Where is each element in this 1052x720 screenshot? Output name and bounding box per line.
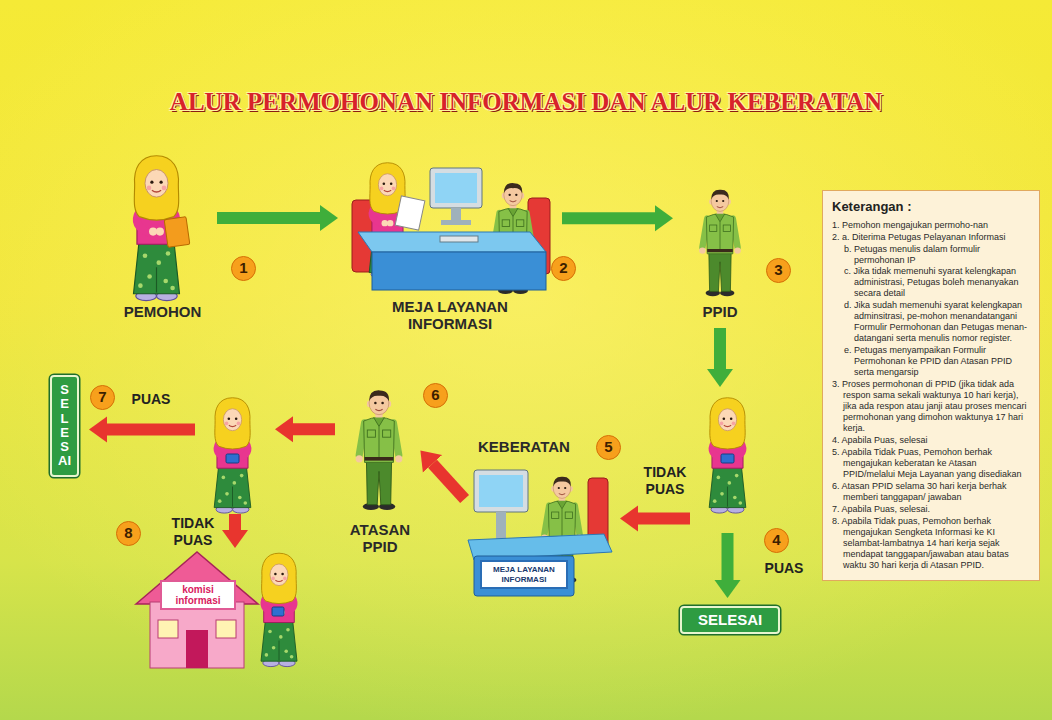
commission-house: 8komisi informasi xyxy=(140,552,255,670)
commission-house-illustration xyxy=(136,552,297,668)
note-item: 8. Apabila Tidak puas, Pemohon berhak me… xyxy=(832,516,1030,571)
desk-sign: MEJA LAYANAN INFORMASI xyxy=(480,560,568,589)
diagram-title: ALUR PERMOHONAN INFORMASI DAN ALUR KEBER… xyxy=(0,88,1052,116)
service-desk-illustration xyxy=(352,163,550,294)
note-item: 6. Atasan PPID selama 30 hari kerja berh… xyxy=(832,481,1030,503)
note-item: c. Jika tidak memenuhi syarat kelengkapa… xyxy=(832,266,1030,299)
figure-label: ATASAN PPID xyxy=(344,521,416,556)
callout-number: 8 xyxy=(116,521,141,546)
end-label: SELESAI xyxy=(52,377,77,475)
edge-label: TIDAK PUAS xyxy=(166,515,220,549)
flow-arrow xyxy=(714,328,726,369)
flow-arrow xyxy=(217,212,320,224)
edge-label: PUAS xyxy=(128,391,174,408)
flow-arrow xyxy=(229,514,241,530)
callout-number: 5 xyxy=(596,435,621,460)
applicant-illustration xyxy=(709,398,746,513)
note-item: 4. Apabila Puas, selesai xyxy=(832,435,1030,446)
ppid-figure: 3PPID xyxy=(685,185,755,320)
note-item: e. Petugas menyampaikan Formulir Permoho… xyxy=(832,345,1030,378)
house-sign: komisi informasi xyxy=(160,580,236,610)
applicant-illustration xyxy=(134,156,190,301)
note-item: 1. Pemohon mengajukan permoho-nan xyxy=(832,220,1030,231)
note-item: b. Petugas menulis dalam formulir permoh… xyxy=(832,244,1030,266)
note-item: 7. Apabila Puas, selesai. xyxy=(832,504,1030,515)
note-item: 3. Proses permohonan di PPID (jika tidak… xyxy=(832,379,1030,434)
edge-label: PUAS xyxy=(762,560,806,577)
end-label: SELESAI xyxy=(682,608,778,632)
figure-label: PEMOHON xyxy=(124,303,202,320)
connectors xyxy=(107,218,728,580)
applicant-figure: 1PEMOHON xyxy=(120,150,205,320)
notes-panel: Keterangan : 1. Pemohon mengajukan permoh… xyxy=(822,190,1040,581)
callout-number: 1 xyxy=(231,256,256,281)
service-desk-figure: 2MEJA LAYANAN INFORMASI xyxy=(350,150,550,332)
flow-arrow xyxy=(293,423,335,435)
step-label: KEBERATAN xyxy=(478,438,570,455)
end-box: SELESAI xyxy=(680,606,780,634)
figure-label: PPID xyxy=(702,303,737,320)
callout-number: 6 xyxy=(423,383,448,408)
supervisor-illustration xyxy=(356,390,403,510)
objection-desk-illustration xyxy=(468,470,612,596)
note-item: 5. Apabila Tidak Puas, Pemohon berhak me… xyxy=(832,447,1030,480)
edge-label: TIDAK PUAS xyxy=(638,464,692,498)
flow-arrow xyxy=(107,424,195,436)
objection-desk-figure: KEBERATAN5MEJA LAYANAN INFORMASI xyxy=(470,462,610,592)
applicant-illustration xyxy=(214,398,251,513)
flow-arrow xyxy=(562,212,655,224)
supervisor-figure: 6ATASAN PPID xyxy=(345,385,415,555)
note-item: 2. a. Diterima Petugas Pelayanan Informa… xyxy=(832,232,1030,243)
flow-arrow xyxy=(722,533,734,580)
end-box: SELESAI xyxy=(50,375,79,477)
flow-arrow xyxy=(433,464,465,499)
ppid-illustration xyxy=(699,190,741,296)
applicant-figure: 7 xyxy=(205,395,265,510)
callout-number: 4 xyxy=(764,528,789,553)
flow-arrow xyxy=(638,513,690,525)
note-item: d. Jika sudah memenuhi syarat kelengkapa… xyxy=(832,300,1030,344)
callout-number: 7 xyxy=(90,385,115,410)
callout-number: 2 xyxy=(551,256,576,281)
notes-heading: Keterangan : xyxy=(832,199,1030,215)
figure-label: MEJA LAYANAN INFORMASI xyxy=(375,298,525,333)
callout-number: 3 xyxy=(766,258,791,283)
applicant-figure: 4 xyxy=(700,395,755,525)
